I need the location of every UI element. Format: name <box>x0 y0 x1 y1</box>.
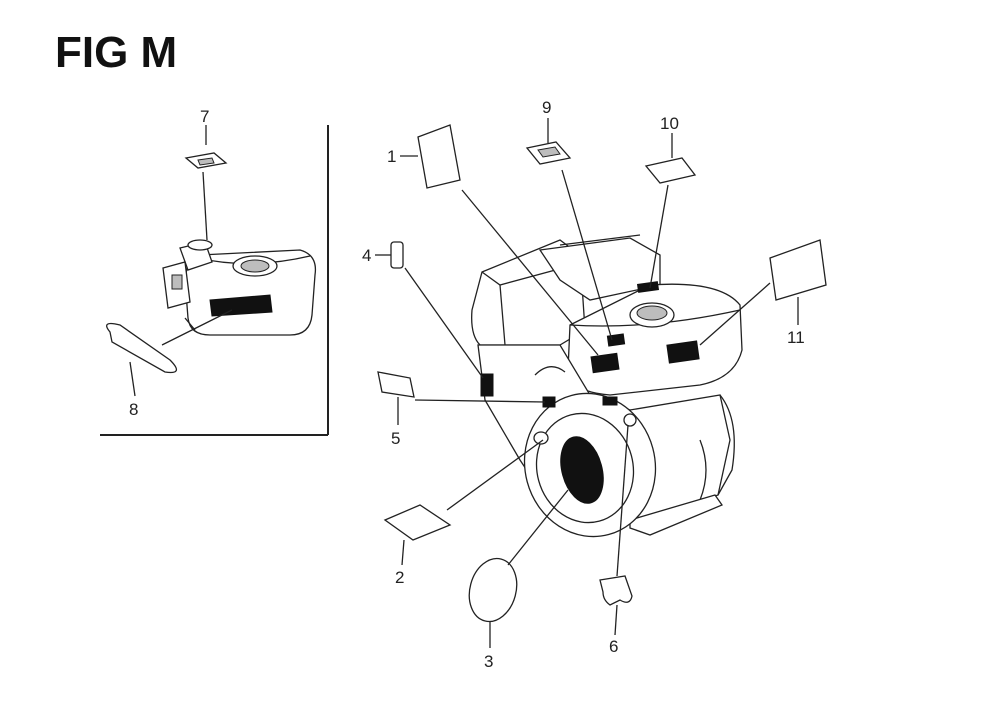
decal-4 <box>390 241 404 269</box>
decal-10 <box>644 157 697 184</box>
decal-6 <box>599 575 633 606</box>
leader-lines <box>129 118 799 648</box>
decal-9 <box>525 141 572 165</box>
decal-5 <box>377 371 415 398</box>
figure-title: FIG M <box>55 28 178 77</box>
callout-9: 9 <box>542 98 551 117</box>
callout-6: 6 <box>609 637 618 656</box>
decal-1 <box>417 124 461 189</box>
callout-1: 1 <box>387 147 396 166</box>
callout-8: 8 <box>129 400 138 419</box>
inset-panel-border <box>100 125 329 436</box>
callout-7: 7 <box>200 107 209 126</box>
inset-fuel-tank <box>162 239 317 336</box>
callout-2: 2 <box>395 568 404 587</box>
callout-4: 4 <box>362 246 371 265</box>
callout-10: 10 <box>660 114 679 133</box>
decal-3 <box>468 557 518 623</box>
callout-3: 3 <box>484 652 493 671</box>
decal-8 <box>106 322 177 374</box>
decal-7 <box>184 152 228 169</box>
decal-2 <box>383 504 452 541</box>
callout-5: 5 <box>391 429 400 448</box>
callout-11: 11 <box>787 328 805 347</box>
decal-11 <box>769 239 827 301</box>
callout-labels: 7 8 1 4 5 2 3 6 9 10 11 <box>129 98 805 671</box>
engine-assembly <box>471 234 743 538</box>
